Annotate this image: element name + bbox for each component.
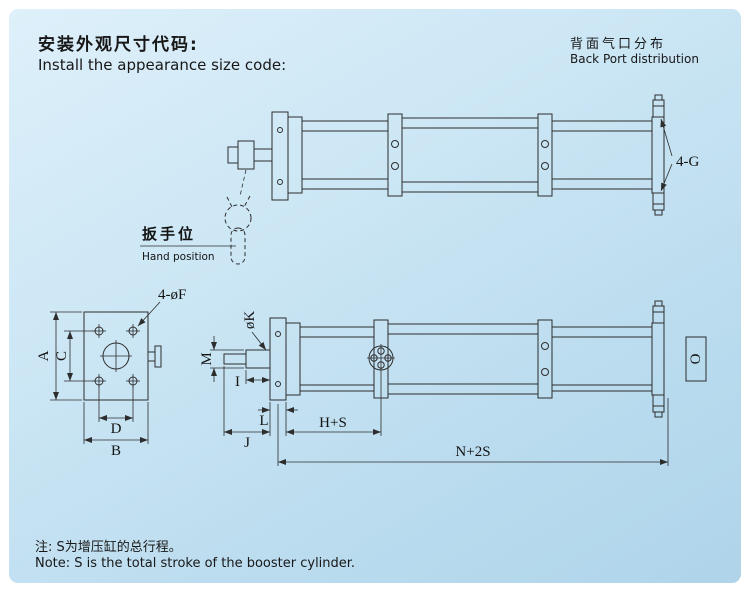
dim-label-M: M bbox=[199, 352, 215, 365]
back-port-label-zh: 背面气口分布 bbox=[570, 37, 667, 52]
dim-label-L: L bbox=[259, 413, 268, 429]
rod-diameter-callout: øK bbox=[242, 311, 267, 351]
dim-label-O: O bbox=[688, 353, 704, 364]
note-zh: 注: S为增压缸的总行程。 bbox=[35, 540, 182, 555]
drawing-panel bbox=[9, 9, 741, 583]
port-thread-label: 4-G bbox=[676, 154, 699, 170]
front-flange bbox=[271, 111, 289, 201]
rod-dia-label: øK bbox=[242, 311, 258, 330]
dim-label-I: I bbox=[235, 374, 240, 390]
mid-port-boss bbox=[367, 344, 395, 372]
dimension-J: J bbox=[223, 366, 271, 451]
page-title-en: Install the appearance size code: bbox=[38, 56, 287, 74]
side-stub bbox=[147, 345, 162, 368]
piston-rod-end bbox=[227, 140, 272, 170]
dimension-H-plus-S: H+S bbox=[285, 372, 382, 436]
dimension-I: I bbox=[235, 370, 270, 390]
dimension-C: C bbox=[54, 330, 93, 382]
hole-leader-line bbox=[137, 301, 161, 327]
hand-position-label-en: Hand position bbox=[142, 251, 215, 263]
dimension-O: O bbox=[685, 336, 707, 382]
air-ports bbox=[652, 94, 665, 216]
dimension-B: B bbox=[83, 402, 149, 459]
dim-label-N-plus-2S: N+2S bbox=[455, 444, 490, 460]
dimension-A: A bbox=[36, 311, 82, 401]
piston-rod bbox=[223, 349, 271, 369]
dim-label-B: B bbox=[111, 443, 121, 459]
cylinder-body bbox=[287, 113, 665, 197]
front-flange bbox=[269, 317, 287, 401]
dim-label-J: J bbox=[244, 435, 250, 451]
bolt-holes bbox=[92, 324, 140, 388]
hand-position-label-zh: 扳手位 bbox=[142, 225, 196, 243]
dimension-D: D bbox=[98, 386, 134, 437]
dim-label-A: A bbox=[36, 350, 52, 361]
dimension-M: M bbox=[199, 336, 244, 382]
dimension-L: L bbox=[258, 402, 298, 429]
dim-label-H-plus-S: H+S bbox=[319, 415, 347, 431]
cylinder-body bbox=[285, 319, 665, 399]
air-ports bbox=[652, 300, 665, 418]
page-title-zh: 安装外观尺寸代码: bbox=[38, 35, 199, 55]
port-leader-lines bbox=[660, 118, 673, 192]
bottom-side-view: O øK M I L J bbox=[199, 300, 707, 466]
back-port-label-en: Back Port distribution bbox=[570, 52, 699, 66]
wrench-icon bbox=[224, 169, 252, 265]
note-en: Note: S is the total stroke of the boost… bbox=[35, 556, 356, 571]
hole-count-label: 4-øF bbox=[158, 287, 186, 303]
dimension-N-plus-2S: N+2S bbox=[277, 398, 669, 466]
dim-label-D: D bbox=[111, 421, 122, 437]
rod-bore bbox=[100, 340, 132, 372]
flange-front-view: 4-øF A C D B bbox=[36, 287, 186, 459]
top-side-view: 4-G 扳手位 Hand position bbox=[140, 94, 699, 265]
dim-label-C: C bbox=[54, 351, 70, 361]
